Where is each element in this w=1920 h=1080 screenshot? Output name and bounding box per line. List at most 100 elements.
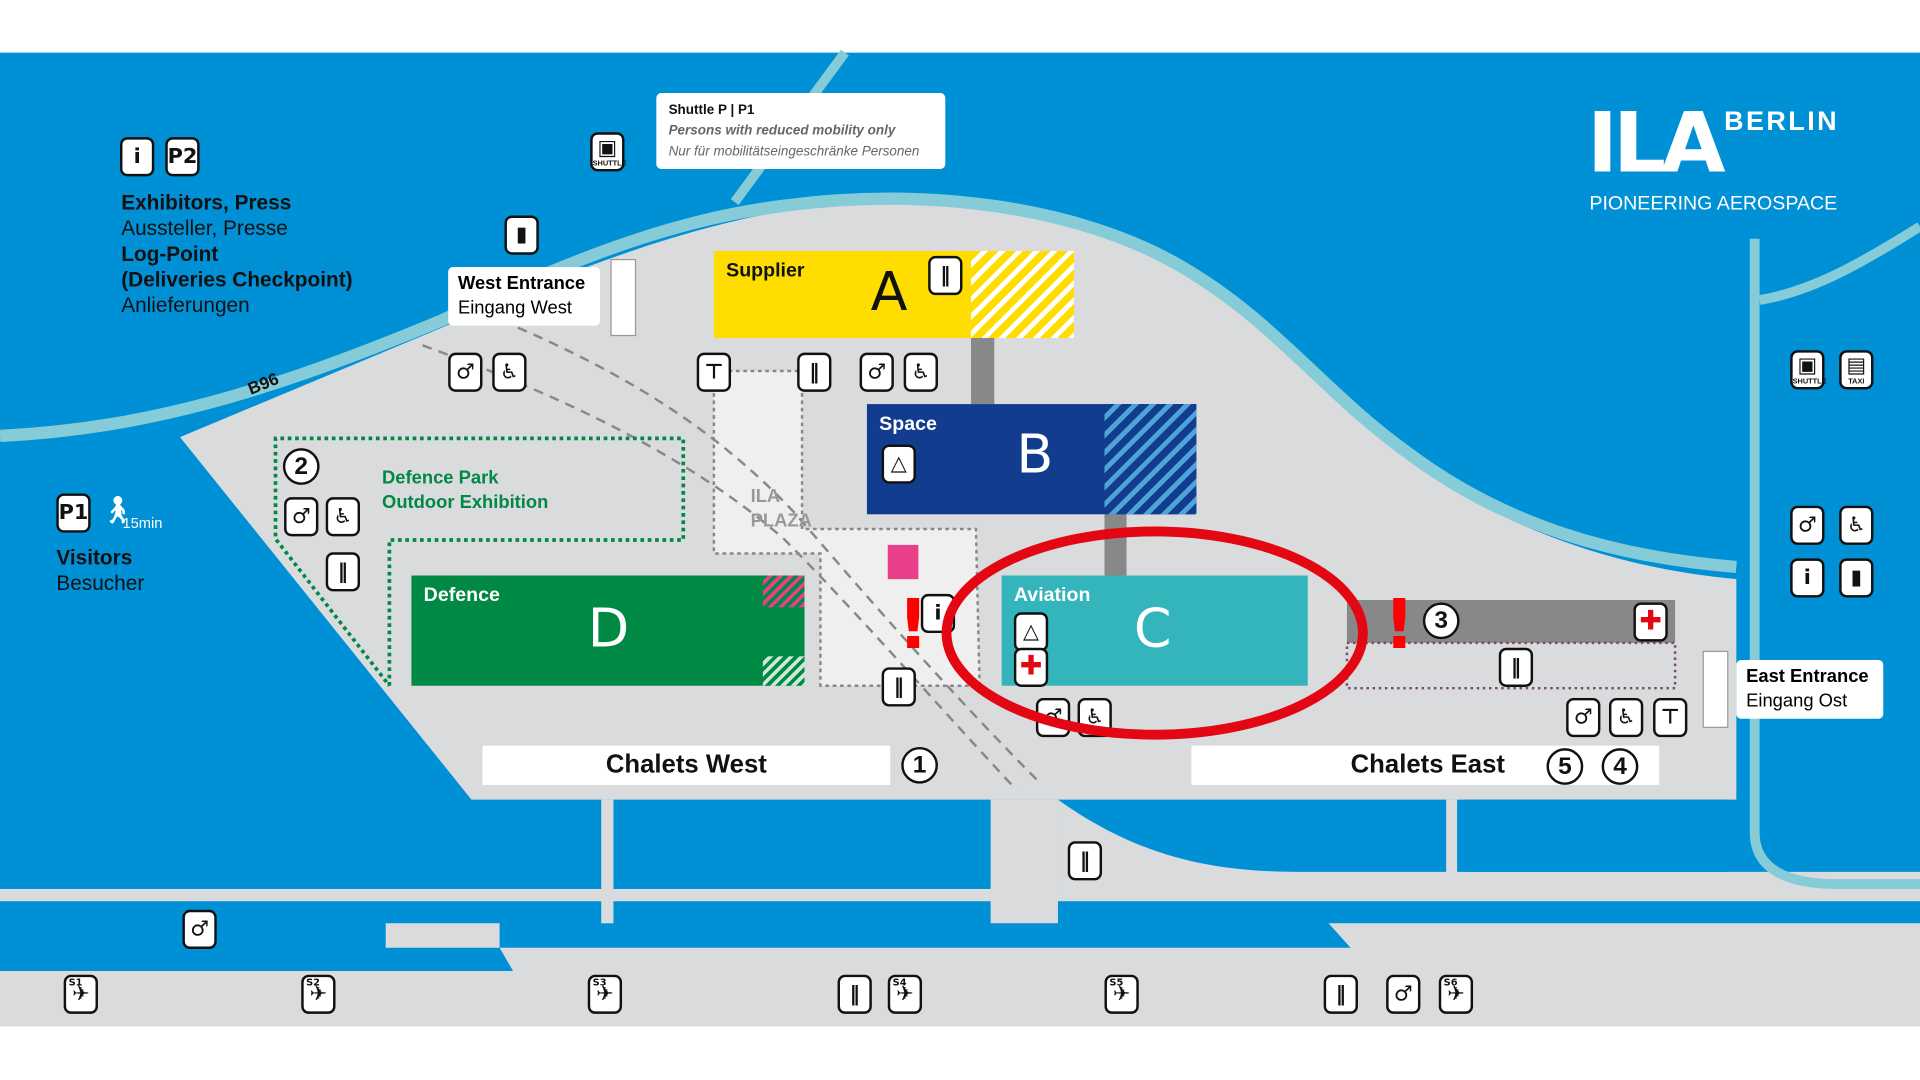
hall-b-hatch	[1104, 404, 1197, 515]
restroom-icon: ♂	[859, 352, 894, 392]
accessible-wc-icon: ♿	[325, 497, 361, 537]
east-entrance-en: East Entrance	[1746, 666, 1869, 687]
shuttle-bus-icon: ▣SHUTTLE	[1790, 350, 1827, 390]
restroom-icon: ♂	[1790, 505, 1825, 545]
shuttle-note-line1: Persons with reduced mobility only	[668, 123, 896, 139]
restroom-icon: ♂	[1566, 697, 1601, 738]
area-1-marker: 1	[901, 746, 938, 784]
shuttle-note-line2: Nur für mobilitätseingeschränke Personen	[668, 144, 920, 160]
defence-park-line2: Outdoor Exhibition	[382, 492, 549, 514]
alert-exclamation-east: !	[1383, 585, 1415, 665]
area-2-marker: 2	[282, 448, 320, 485]
stand-s5-icon[interactable]: S5✈	[1104, 974, 1139, 1014]
info-icon: i	[920, 593, 956, 634]
hall-d-hatch-white	[762, 656, 805, 686]
stand-s6-icon[interactable]: S6✈	[1438, 974, 1474, 1014]
defence-park-line1: Defence Park	[382, 467, 499, 489]
stand-s6-label: S6	[1443, 977, 1458, 989]
accessible-wc-icon: ♿	[492, 352, 527, 392]
restaurant-icon: ‖	[928, 255, 963, 296]
hall-d[interactable]: Defence D	[411, 575, 805, 686]
defence-park-label: Defence Park Outdoor Exhibition	[382, 467, 548, 516]
hall-a[interactable]: Supplier A	[713, 251, 1074, 338]
stand-s2-icon[interactable]: S2✈	[301, 974, 336, 1014]
plaza-line1: ILA	[750, 486, 781, 507]
walking-icon: 🚶︎	[100, 495, 135, 527]
restaurant-icon: ‖	[1323, 974, 1358, 1014]
shuttle-icon-label: SHUTTLE	[1792, 378, 1827, 386]
chalets-east-bar[interactable]: Chalets East	[1191, 745, 1660, 785]
stand-s3-label: S3	[592, 977, 607, 989]
hall-b[interactable]: Space B	[866, 404, 1197, 515]
restaurant-icon: ‖	[325, 552, 361, 592]
hall-a-name: Supplier	[726, 260, 805, 282]
cloakroom-hanger-icon: △	[881, 444, 916, 484]
restaurant-icon: ‖	[1067, 841, 1103, 881]
stand-s1-label: S1	[68, 977, 83, 989]
restroom-icon: ♂	[1035, 697, 1071, 738]
first-aid-icon: ✚	[1633, 602, 1668, 642]
stand-s5-label: S5	[1109, 977, 1124, 989]
taxi-icon-label: TAXI	[1848, 378, 1865, 386]
accessible-wc-icon: ♿	[1839, 505, 1874, 545]
walk-time: 15min	[122, 514, 163, 532]
cloakroom-hanger-icon: △	[1013, 612, 1049, 652]
hall-c-name: Aviation	[1013, 585, 1091, 607]
deliveries-de: Anlieferungen	[121, 293, 250, 318]
restaurant-icon: ‖	[837, 974, 872, 1014]
shuttle-note: Shuttle P | P1 Persons with reduced mobi…	[656, 93, 946, 169]
area-5-marker: 5	[1546, 748, 1584, 785]
info-icon: i	[1790, 558, 1825, 598]
logo-ila: ILA	[1586, 95, 1726, 193]
hall-a-letter: A	[870, 260, 908, 324]
stand-s2-label: S2	[306, 977, 320, 989]
logo-tagline: PIONEERING AEROSPACE	[1589, 193, 1838, 215]
restroom-icon: ♂	[284, 497, 319, 537]
logo-berlin: BERLIN	[1724, 105, 1840, 136]
parking-p2-icon: P2	[165, 137, 200, 177]
chalets-west-bar[interactable]: Chalets West	[482, 745, 891, 785]
luggage-icon: ▮	[504, 215, 539, 255]
hall-d-letter: D	[587, 597, 630, 661]
deliveries-label: (Deliveries Checkpoint)	[121, 268, 353, 292]
area-3-marker: 3	[1422, 602, 1460, 640]
restaurant-icon: ‖	[1498, 647, 1534, 687]
shuttle-icon-label: SHUTTLE	[592, 160, 627, 168]
hall-d-hatch-pink	[762, 575, 805, 608]
west-entrance-de: Eingang West	[457, 297, 572, 319]
west-entrance-label: West Entrance Eingang West	[448, 266, 601, 326]
luggage-icon: ▮	[1839, 558, 1874, 598]
taxi-icon: ▤TAXI	[1839, 350, 1874, 390]
area-4-marker: 4	[1601, 748, 1639, 785]
stand-s3-icon[interactable]: S3✈	[587, 974, 623, 1014]
hall-c-letter: C	[1133, 597, 1172, 661]
plaza-line2: PLAZA	[750, 510, 812, 532]
stand-s1-icon[interactable]: S1✈	[63, 974, 98, 1014]
east-entrance-label: East Entrance Eingang Ost	[1736, 660, 1884, 719]
shuttle-note-title: Shuttle P | P1	[668, 102, 755, 118]
restaurant-icon: ‖	[881, 667, 916, 707]
water-tap-icon: ⊤	[1653, 697, 1688, 738]
hall-b-name: Space	[879, 413, 937, 435]
stand-s4-label: S4	[892, 977, 907, 989]
hall-a-hatch	[971, 251, 1074, 338]
logpoint-label: Log-Point	[121, 242, 219, 266]
accessible-wc-icon: ♿	[1608, 697, 1644, 738]
first-aid-icon: ✚	[1013, 647, 1049, 687]
restroom-icon: ♂	[448, 352, 483, 392]
visitors-en: Visitors	[56, 546, 133, 570]
exhibitors-legend: Exhibitors, Press Aussteller, Presse Log…	[121, 190, 352, 319]
accessible-wc-icon: ♿	[1077, 697, 1112, 738]
restroom-icon: ♂	[182, 909, 217, 949]
west-entrance-en: West Entrance	[457, 273, 586, 294]
visitors-legend: Visitors Besucher	[56, 545, 144, 596]
info-icon: i	[120, 137, 155, 177]
accessible-wc-icon: ♿	[903, 352, 938, 392]
parking-p1-icon: P1	[56, 493, 91, 533]
stand-s4-icon[interactable]: S4✈	[887, 974, 923, 1014]
restroom-icon: ♂	[1386, 974, 1421, 1014]
restaurant-icon: ‖	[797, 352, 832, 392]
ila-logo: ILA BERLIN PIONEERING AEROSPACE	[1586, 95, 1837, 215]
ila-plaza-label: ILA PLAZA	[751, 485, 812, 534]
